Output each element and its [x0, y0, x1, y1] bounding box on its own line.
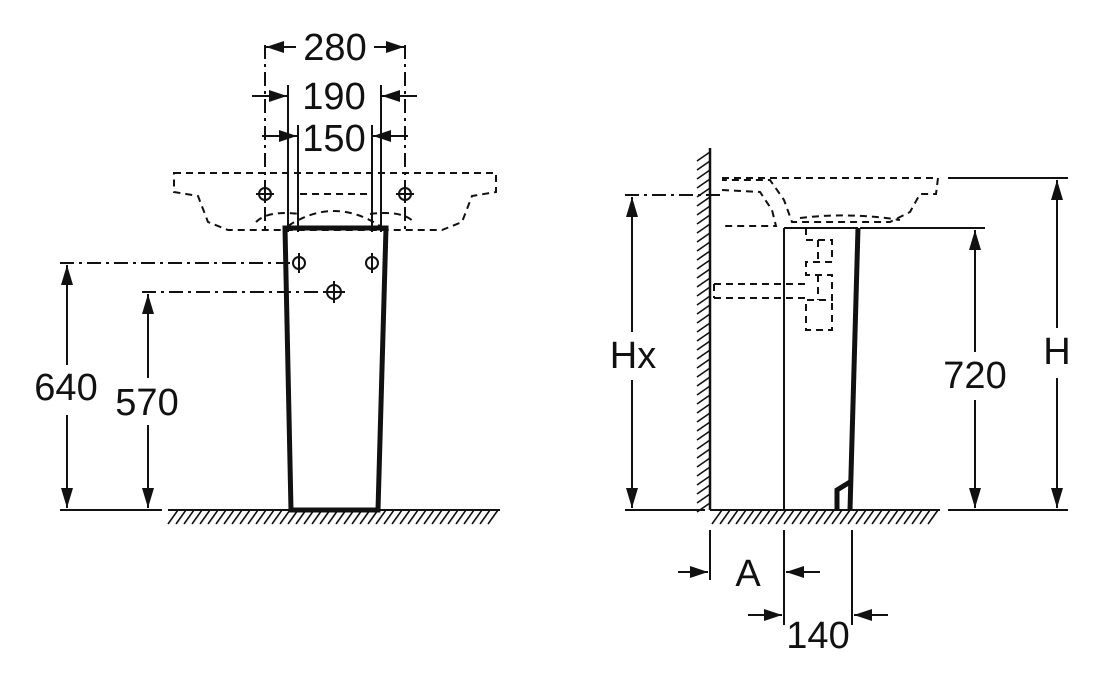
front-height-extension-lines — [60, 262, 326, 511]
dim-height-hx: Hx — [610, 197, 656, 508]
side-height-extension-lines — [625, 177, 1068, 511]
dim-height-lower: 570 — [115, 294, 179, 508]
front-view: 280 190 150 6 — [34, 27, 500, 525]
label-height-total: H — [1043, 331, 1070, 373]
front-extension-lines — [264, 45, 406, 232]
front-pedestal — [282, 225, 389, 513]
side-basin-outline — [721, 177, 940, 227]
side-trap — [713, 228, 833, 331]
dim-height-pedestal: 720 — [943, 230, 1007, 508]
side-view: Hx 720 H A — [610, 148, 1071, 657]
label-pedestal-depth: 140 — [786, 615, 849, 657]
dim-pedestal-depth: 140 — [748, 530, 888, 657]
label-wall-offset: A — [735, 553, 761, 595]
label-height-hx: Hx — [610, 335, 656, 377]
side-pedestal — [783, 227, 861, 511]
side-wall — [696, 148, 712, 513]
front-basin-outline — [173, 172, 497, 231]
front-tap-holes — [256, 185, 414, 203]
front-fixing-holes — [292, 253, 379, 303]
label-height-lower: 570 — [115, 382, 178, 424]
label-width-outer: 280 — [303, 27, 366, 69]
label-height-upper: 640 — [34, 367, 97, 409]
label-height-pedestal: 720 — [943, 355, 1006, 397]
dim-width-inner: 150 — [262, 118, 408, 160]
side-floor — [710, 509, 940, 525]
dim-width-outer: 280 — [266, 27, 404, 69]
dim-wall-offset: A — [678, 530, 820, 625]
dim-width-mid: 190 — [252, 76, 417, 118]
dim-height-total: H — [1043, 180, 1071, 508]
label-width-inner: 150 — [302, 118, 365, 160]
dim-height-upper: 640 — [34, 265, 98, 508]
label-width-mid: 190 — [302, 76, 365, 118]
